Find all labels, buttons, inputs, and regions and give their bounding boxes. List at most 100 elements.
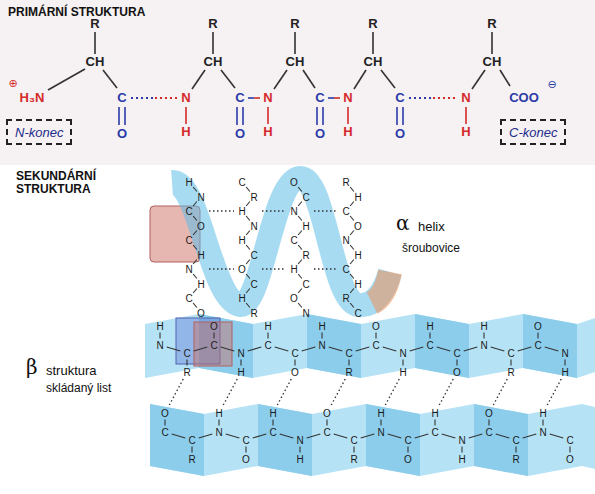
atom-symbol: O — [210, 321, 218, 332]
bond-line — [350, 202, 354, 206]
atom-symbol: N — [156, 340, 163, 351]
atom-symbol: C — [185, 293, 192, 304]
atom-symbol: N — [561, 348, 568, 359]
bond-line — [226, 434, 240, 438]
bond-line — [456, 360, 457, 366]
atom-symbol: C — [210, 340, 217, 351]
bond-line — [545, 347, 559, 351]
bond-line — [402, 360, 403, 366]
bond-line — [193, 245, 197, 249]
atom-symbol: O — [315, 127, 325, 141]
atom-symbol: N — [342, 235, 349, 246]
side-chain: R — [290, 17, 299, 31]
atom-symbol: N — [181, 91, 190, 105]
bond-line — [246, 289, 250, 293]
charge-symbol: ⊕ — [8, 78, 17, 90]
bond-line — [172, 434, 186, 438]
bond-line — [193, 260, 197, 264]
atom-symbol: H — [399, 367, 406, 378]
bond-line — [383, 347, 397, 351]
bond-line — [191, 447, 192, 453]
atom-symbol: CH — [204, 55, 223, 69]
atom-symbol: C — [235, 91, 244, 105]
atom-symbol: C — [315, 91, 324, 105]
atom-symbol: CH — [286, 55, 305, 69]
atom-symbol: N — [302, 307, 309, 318]
bond-line — [246, 274, 250, 278]
atom-symbol: R — [250, 307, 257, 318]
bond-line — [298, 231, 302, 235]
bond-line — [294, 360, 295, 366]
atom-symbol: N — [377, 427, 384, 438]
atom-symbol: H₃N — [20, 91, 45, 105]
amide-bonds — [186, 98, 466, 124]
atom-symbol: N — [296, 435, 303, 446]
atom-symbol: N — [290, 206, 297, 217]
atom-symbol: O — [197, 307, 205, 318]
atom-symbol: N — [458, 435, 465, 446]
bond-line — [564, 360, 565, 366]
side-chain: R — [368, 17, 377, 31]
atom-symbol: N — [263, 91, 272, 105]
charge-symbol: ⊖ — [547, 79, 556, 91]
atom-symbol: O — [290, 177, 298, 188]
atom-symbol: C — [302, 191, 309, 202]
atom-symbol: R — [507, 367, 514, 378]
hydrogen-bond — [262, 268, 286, 269]
bond-line — [569, 447, 570, 453]
atom-symbol: N — [237, 348, 244, 359]
hydrogen-bond — [314, 210, 338, 211]
bond-line — [464, 347, 478, 351]
atom-symbol: C — [507, 348, 514, 359]
hydrogen-bond — [277, 379, 291, 406]
sheet-facets — [199, 314, 577, 378]
bond-line — [280, 434, 294, 438]
hydrogen-bond — [439, 379, 453, 406]
bond-line — [307, 434, 321, 438]
atom-symbol: H — [377, 408, 384, 419]
atom-symbol: O — [290, 293, 298, 304]
bond-line — [518, 347, 532, 351]
atom-symbol: O — [372, 321, 380, 332]
bond-line — [542, 420, 543, 426]
hydrogen-bond — [314, 268, 338, 269]
bond-line — [194, 347, 208, 351]
side-chain: R — [208, 17, 217, 31]
sheet-facets — [150, 404, 528, 476]
atom-symbol: N — [197, 191, 204, 202]
atom-symbol: O — [117, 127, 127, 141]
bond-line — [410, 347, 424, 351]
atom-symbol: C — [242, 435, 249, 446]
primary-bonds — [48, 32, 510, 90]
atom-symbol: C — [264, 340, 271, 351]
atom-symbol: O — [354, 220, 362, 231]
atom-symbol: C — [342, 264, 349, 275]
bond-line — [350, 303, 354, 307]
atom-symbol: O — [235, 127, 245, 141]
atom-symbol: H — [302, 220, 309, 231]
atom-symbol: C — [534, 340, 541, 351]
atom-symbol: H — [197, 249, 204, 260]
bond-line — [298, 260, 302, 264]
bond-line — [380, 420, 381, 426]
bond-line — [253, 434, 267, 438]
hydrogen-bond — [493, 379, 507, 406]
bond-line — [350, 216, 354, 220]
bond-line — [334, 434, 348, 438]
bond-line — [193, 303, 197, 307]
sheet-strand — [150, 404, 595, 476]
atom-symbol: C — [185, 235, 192, 246]
bond-line — [321, 333, 322, 339]
hydrogen-bond — [331, 379, 345, 406]
side-chain: R — [90, 17, 99, 31]
bond-line — [550, 434, 564, 438]
side-chain: R — [487, 17, 496, 31]
atom-symbol: C — [250, 278, 257, 289]
atom-symbol: O — [291, 367, 299, 378]
bond-line — [298, 187, 302, 191]
bond-line — [298, 216, 302, 220]
structure-label: šroubovice — [402, 242, 460, 255]
bond-line — [246, 231, 250, 235]
atom-symbol: H — [238, 293, 245, 304]
